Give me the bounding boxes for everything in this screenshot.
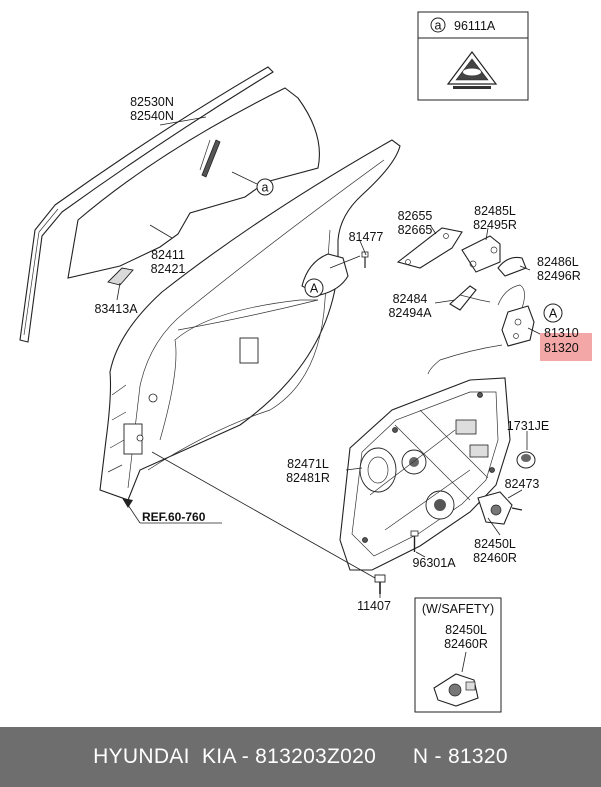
safety-motor-drawing — [433, 673, 479, 707]
label-latch-2: 81320 — [544, 341, 579, 355]
label-handle-bracket-2: 82495R — [473, 218, 517, 232]
handle-carrier — [461, 235, 501, 273]
label-glass-1: 82411 — [151, 248, 185, 262]
leader-lines — [116, 116, 543, 598]
footer-code: N - 81320 — [412, 745, 508, 768]
label-regulator-2: 82481R — [286, 471, 330, 485]
ref-callout: REF.60-760 — [122, 498, 222, 524]
handle-cover — [497, 256, 527, 277]
safety-inset-box: (W/SAFETY) 82450L 82460R — [414, 597, 502, 713]
door-glass — [67, 87, 320, 286]
label-latch-1: 81310 — [544, 326, 579, 340]
glass-run-channel — [19, 66, 274, 343]
warning-label-icon — [446, 51, 498, 89]
door-frame — [99, 139, 401, 501]
footer-bar: HYUNDAI KIA - 813203Z020 N - 81320 — [0, 727, 601, 787]
label-clip: 83413A — [94, 302, 138, 316]
label-handle-assy-2: 82665 — [398, 223, 433, 237]
window-regulator-module — [339, 377, 511, 571]
label-handle-rod-2: 82494A — [388, 306, 432, 320]
label-regulator-1: 82471L — [287, 457, 329, 471]
label-glass-run-1: 82530N — [130, 95, 174, 109]
mirror-callout-circle — [304, 278, 324, 298]
label-handle-assy-1: 82655 — [398, 209, 433, 223]
label-handle-bracket-1: 82485L — [474, 204, 516, 218]
door-latch — [427, 284, 535, 375]
label-safety-motor-1: 82450L — [445, 623, 487, 637]
glass-callout-symbol: a — [262, 181, 269, 195]
bolt-96301A — [410, 530, 419, 552]
label-motor-1: 82450L — [474, 537, 516, 551]
latch-callout-A: A — [549, 307, 558, 321]
label-handle-cover-1: 82486L — [537, 255, 579, 269]
latch-callout-circle — [543, 303, 563, 323]
footer-brand-part: HYUNDAI KIA - 813203Z020 — [93, 745, 377, 768]
label-motor-main: 82473 — [505, 477, 540, 491]
legend-callout-symbol: a — [435, 19, 442, 33]
label-bolt-11407: 11407 — [357, 599, 391, 613]
legend-part-number: 96111A — [454, 19, 496, 33]
handle-rod-cap — [449, 285, 491, 311]
label-handle-rod-1: 82484 — [393, 292, 428, 306]
label-ref: REF.60-760 — [142, 510, 206, 524]
regulator-motor-side — [477, 491, 523, 525]
outside-handle-bracket — [396, 227, 463, 269]
label-safety-title: (W/SAFETY) — [422, 602, 494, 616]
label-bolt-96301A: 96301A — [412, 556, 456, 570]
glass-clip — [107, 267, 134, 286]
label-handle-cover-2: 82496R — [537, 269, 581, 283]
glass-callout-circle — [256, 178, 274, 196]
label-safety-motor-2: 82460R — [444, 637, 488, 651]
highlight-box — [540, 333, 592, 361]
label-glass-2: 82421 — [151, 262, 186, 276]
label-glass-run-2: 82540N — [130, 109, 174, 123]
mirror-callout-A: A — [310, 282, 319, 296]
legend-box: a 96111A — [417, 11, 529, 101]
bolt-11407 — [374, 574, 386, 594]
label-grommet: 1731JE — [507, 419, 549, 433]
legend-callout-circle — [430, 17, 446, 33]
bolt-81477 — [361, 251, 369, 268]
label-motor-2: 82460R — [473, 551, 517, 565]
grommet — [516, 451, 536, 469]
label-bolt-81477: 81477 — [349, 230, 384, 244]
